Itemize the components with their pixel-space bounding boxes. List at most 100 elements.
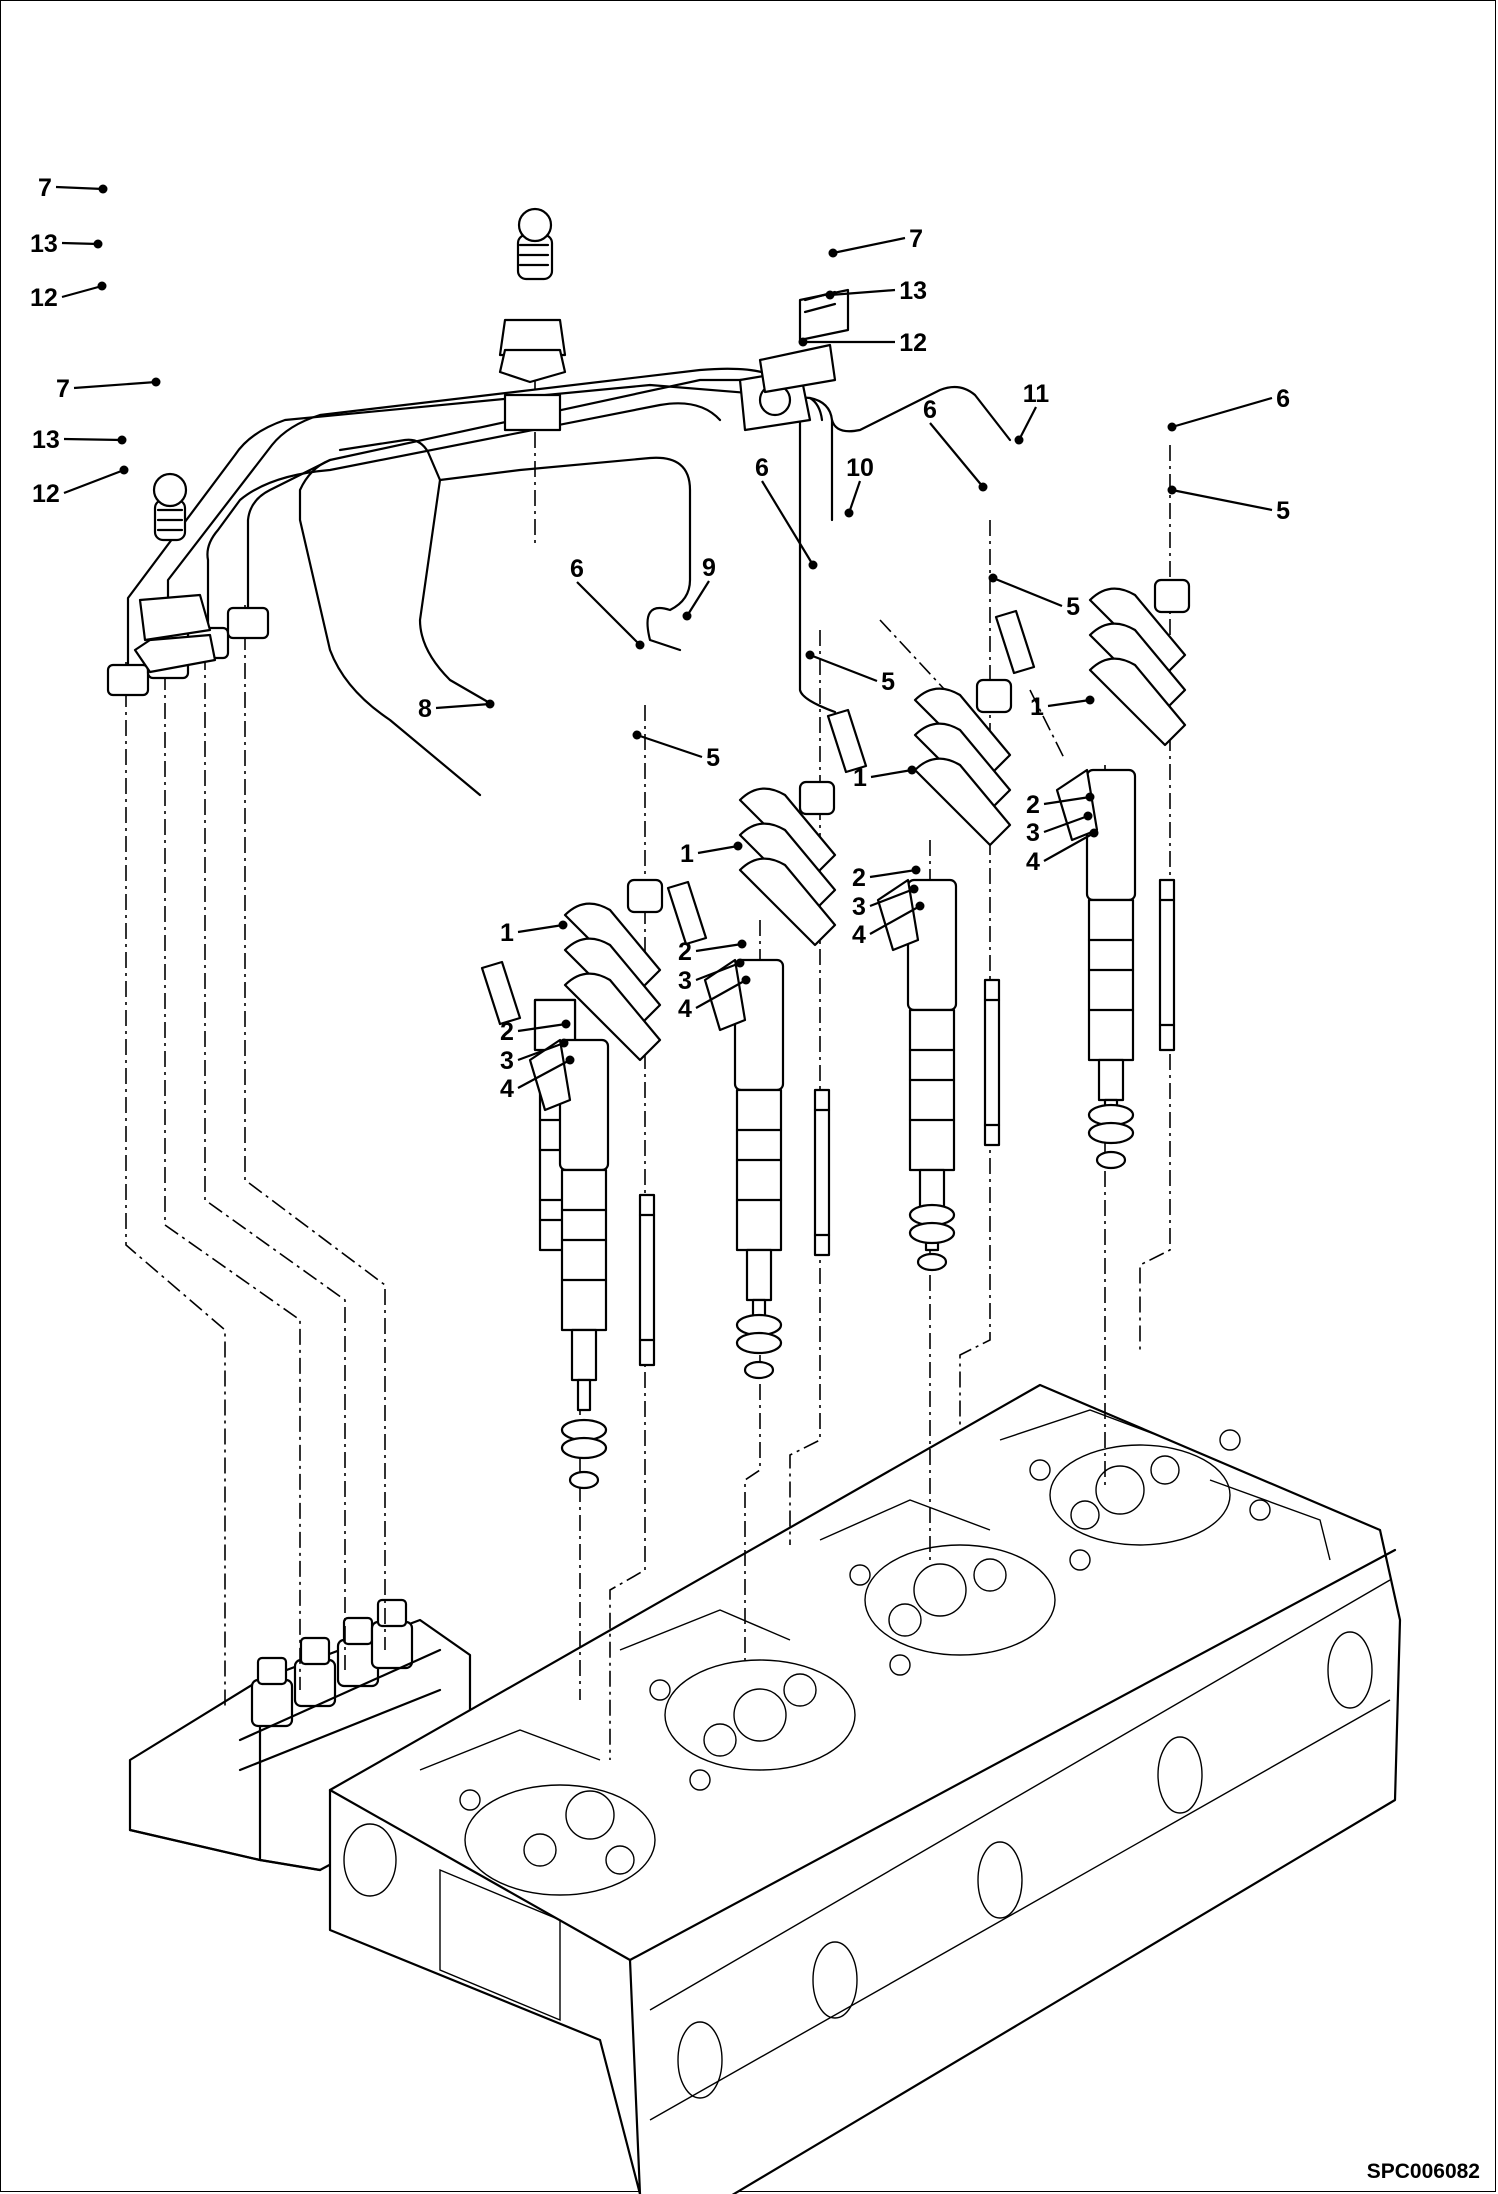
leader-dot [119, 465, 129, 475]
fuel-pipes [106, 367, 1012, 797]
callout-number: 12 [32, 480, 60, 508]
leader-line [517, 1022, 567, 1033]
leader-line [1171, 396, 1273, 429]
callout-number: 5 [1066, 593, 1080, 621]
leader-dot [682, 611, 692, 621]
callout-number: 6 [1276, 385, 1290, 413]
pipe-fittings [480, 609, 1036, 1026]
callout-number: 13 [32, 426, 60, 454]
callout-number: 7 [38, 174, 52, 202]
leader-dot [117, 435, 127, 445]
leader-line [636, 733, 703, 759]
leader-dot [632, 730, 642, 740]
callout-13-1: 13 [30, 230, 103, 258]
leader-line [61, 241, 99, 246]
leader-dot [805, 650, 815, 660]
callout-11-9: 11 [1014, 380, 1050, 445]
callout-number: 5 [706, 744, 720, 772]
callout-12-5: 12 [32, 465, 129, 508]
leader-line [869, 887, 915, 908]
studs [638, 878, 1176, 1367]
leader-line [695, 942, 743, 953]
leader-dot [825, 290, 835, 300]
leader-line [1018, 406, 1037, 441]
callout-6-14: 6 [755, 454, 818, 570]
callout-12-8: 12 [798, 329, 927, 357]
callout-5-18: 5 [805, 650, 895, 696]
leader-dot [737, 939, 747, 949]
callout-1-24: 1 [500, 919, 568, 947]
leader-dot [93, 239, 103, 249]
pipe-end-nut-4 [226, 606, 270, 640]
callout-1-22: 1 [853, 764, 917, 792]
leader-dot [558, 920, 568, 930]
leader-line [686, 580, 710, 617]
clamp-right [738, 288, 850, 432]
callout-number: 5 [881, 668, 895, 696]
callout-number: 2 [852, 864, 866, 892]
leader-dot [915, 901, 925, 911]
injector-2 [703, 958, 785, 1332]
callout-number: 3 [500, 1047, 514, 1075]
callout-5-12: 5 [1167, 485, 1290, 525]
leader-line [517, 1059, 571, 1089]
leader-dot [1085, 695, 1095, 705]
leader-dot [808, 560, 818, 570]
callout-number: 13 [899, 277, 927, 305]
leader-dot [907, 765, 917, 775]
callout-number: 6 [570, 555, 584, 583]
callout-2-28: 2 [852, 864, 921, 892]
leader-line [809, 653, 878, 683]
callout-number: 1 [680, 840, 694, 868]
leader-line [697, 844, 739, 855]
injector-1 [528, 998, 610, 1412]
injector-3 [876, 878, 958, 1252]
leader-line [517, 923, 564, 934]
callout-number: 12 [899, 329, 927, 357]
callout-number: 4 [500, 1075, 514, 1103]
leader-dot [828, 248, 838, 258]
callout-number: 11 [1023, 380, 1050, 408]
callout-3-32: 3 [678, 958, 745, 995]
callout-number: 2 [1026, 791, 1040, 819]
callout-6-10: 6 [923, 396, 988, 492]
leader-line [517, 1041, 565, 1062]
callout-number: 6 [923, 396, 937, 424]
callout-4-36: 4 [500, 1055, 575, 1103]
callout-number: 4 [1026, 848, 1040, 876]
callout-7-0: 7 [38, 174, 108, 202]
leader-dot [97, 281, 107, 291]
leader-line [63, 468, 125, 495]
leader-dot [1083, 811, 1093, 821]
callout-number: 6 [755, 454, 769, 482]
leader-dot [1014, 435, 1024, 445]
callout-3-35: 3 [500, 1038, 569, 1075]
leader-line [829, 288, 896, 297]
nozzle-clamps [563, 578, 1191, 1062]
leader-dot [565, 1055, 575, 1065]
leader-dot [1089, 828, 1099, 838]
leader-line [695, 961, 741, 982]
rail-fitting-2 [293, 1636, 337, 1708]
callout-number: 1 [853, 764, 867, 792]
leader-line [870, 768, 913, 779]
leader-line [1043, 814, 1089, 834]
leader-dot [798, 337, 808, 347]
callout-6-17: 6 [570, 555, 645, 650]
clamp-top-center [498, 207, 567, 432]
callout-9-16: 9 [682, 554, 716, 621]
callout-13-7: 13 [825, 277, 927, 305]
callout-5-20: 5 [632, 730, 720, 772]
leader-dot [735, 958, 745, 968]
callout-number: 13 [30, 230, 58, 258]
callout-number: 1 [500, 919, 514, 947]
leader-line [695, 979, 747, 1009]
seal-rings [560, 1103, 1135, 1490]
drawing-code: SPC006082 [1367, 2160, 1480, 2183]
leader-dot [844, 508, 854, 518]
leader-line [847, 480, 862, 514]
callout-2-25: 2 [1026, 791, 1095, 819]
callout-number: 10 [846, 454, 874, 482]
callout-number: 2 [500, 1018, 514, 1046]
leader-dot [561, 1019, 571, 1029]
